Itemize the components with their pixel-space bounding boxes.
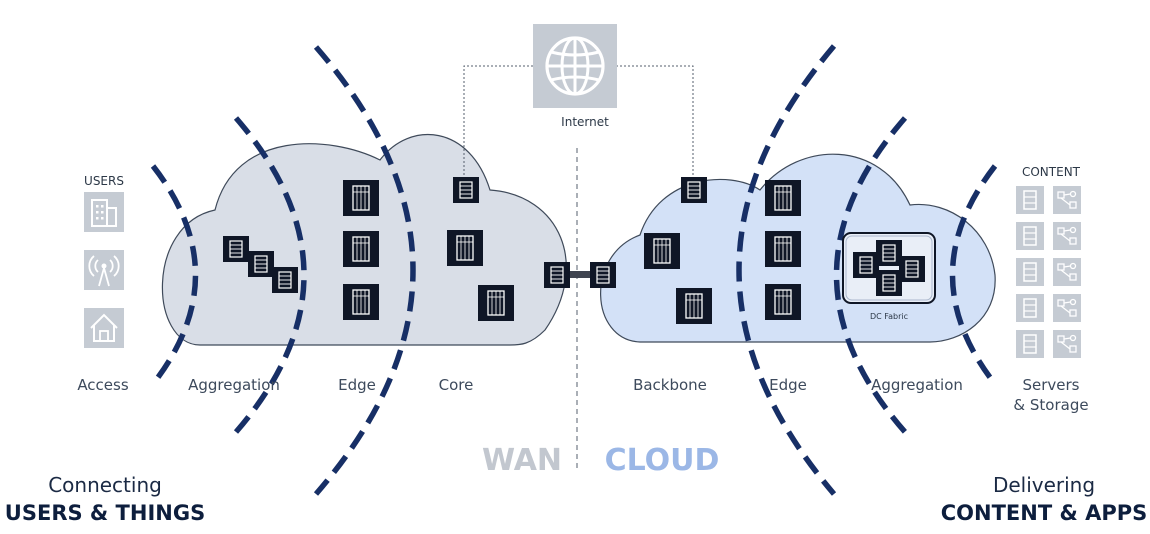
cloud-label: CLOUD [605,443,720,478]
caption-right-line1: Delivering [993,473,1095,497]
arc-edge-right [736,44,837,496]
server-icon [1015,185,1045,215]
content-grid [1015,185,1082,359]
rack-icon [342,230,380,268]
globe-icon [533,24,617,108]
internet-link-right [617,65,694,179]
interconnect-link [570,271,590,278]
internet-link-left [463,65,533,179]
arc-access [150,164,199,386]
rack-icon [675,287,713,325]
rack-icon [446,229,484,267]
router-icon [543,261,571,289]
dc-fabric-label: DC Fabric [870,312,908,321]
switch-icon [898,255,926,283]
rack-icon [477,284,515,322]
router-icon [452,176,480,204]
tier-label-access: Access [77,376,129,394]
server-icon [1015,221,1045,251]
server-icon [1015,257,1045,287]
storage-network-icon [1052,257,1082,287]
caption-right-line2: CONTENT & APPS [941,501,1148,525]
router-icon [589,261,617,289]
switch-icon [271,266,299,294]
caption-left-line1: Connecting [48,473,162,497]
tier-label-core: Core [439,376,474,394]
tier-label-backbone: Backbone [633,376,707,394]
house-icon [84,308,124,348]
rack-icon [764,230,802,268]
caption-left-line2: USERS & THINGS [5,501,205,525]
arc-servers [949,164,998,386]
storage-network-icon [1052,293,1082,323]
storage-network-icon [1052,221,1082,251]
arc-edge-left [313,45,416,496]
switch-icon [875,269,903,297]
router-icon [680,176,708,204]
storage-network-icon [1052,329,1082,359]
storage-network-icon [1052,185,1082,215]
switch-icon [247,250,275,278]
tier-label-servers: Servers [1022,376,1079,394]
server-icon [1015,329,1045,359]
tier-label-aggregation-right: Aggregation [871,376,963,394]
switch-icon [222,235,250,263]
tier-label-edge-left: Edge [338,376,376,394]
users-heading: USERS [84,174,124,188]
wan-label: WAN [482,443,562,478]
rack-icon [342,179,380,217]
switch-icon [852,251,880,279]
server-icon [1015,293,1045,323]
rack-icon [643,232,681,270]
switch-icon [875,239,903,267]
dc-fabric [842,232,936,304]
building-icon [84,192,124,232]
rack-icon [764,283,802,321]
tier-label-storage: & Storage [1013,396,1088,414]
content-heading: CONTENT [1022,165,1081,179]
tier-label-edge-right: Edge [769,376,807,394]
antenna-icon [84,250,124,290]
tier-label-aggregation-left: Aggregation [188,376,280,394]
internet-label: Internet [561,115,609,129]
rack-icon [342,283,380,321]
rack-icon [764,179,802,217]
